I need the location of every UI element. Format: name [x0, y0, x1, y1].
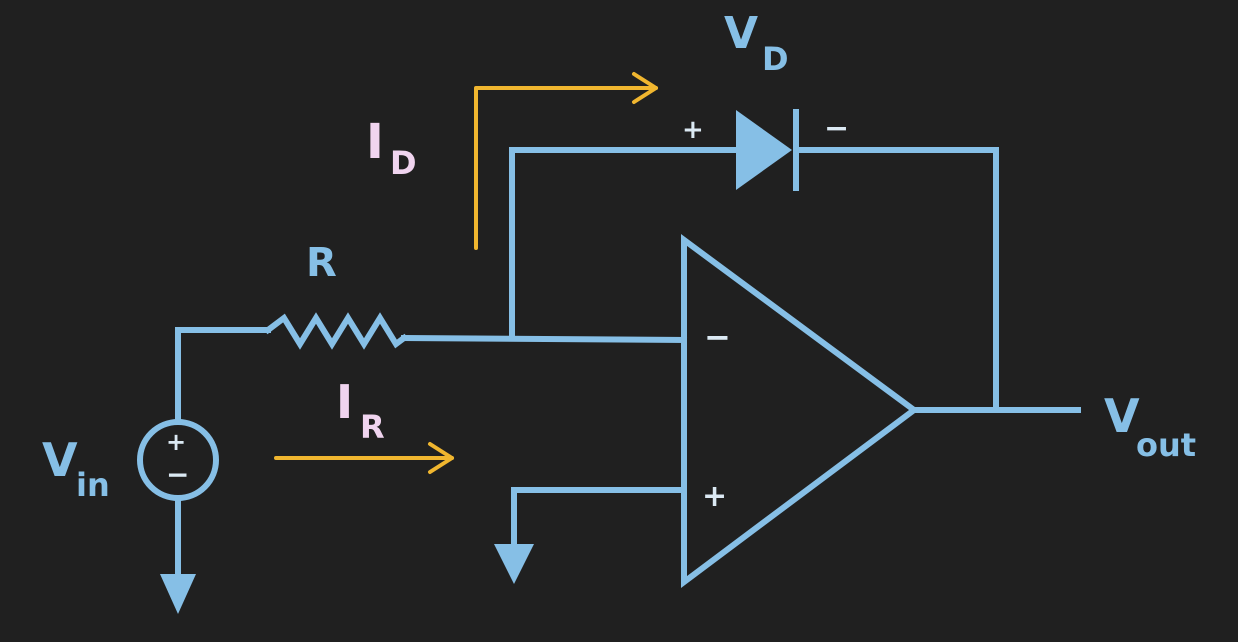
diode-cathode-sign: − [824, 111, 849, 146]
wire-feedback-to-diode-anode [509, 147, 739, 341]
diode-current-subscript: D [390, 144, 417, 182]
arrow-resistor-current-head [428, 442, 454, 474]
wire-resistor-to-inverting-input [400, 334, 688, 344]
wire-noninverting-to-ground [511, 487, 687, 551]
diode-voltage-label: V [724, 8, 758, 59]
ground-symbol-source [160, 574, 196, 614]
output-voltage-label: V [1104, 389, 1140, 443]
output-voltage-subscript: out [1136, 426, 1196, 464]
resistor-current-subscript: R [360, 408, 385, 446]
diode-anode-sign: + [682, 115, 704, 145]
source-plus-sign: + [166, 428, 186, 456]
ground-symbol-opamp [494, 544, 534, 584]
opamp-triangle [681, 234, 920, 588]
diode-triangle [736, 110, 792, 190]
resistor-current-label: I [336, 375, 353, 429]
diode-voltage-subscript: D [762, 40, 789, 78]
opamp-noninverting-sign: + [702, 479, 727, 514]
arrow-diode-current [474, 86, 658, 250]
voltage-source-circle [137, 419, 219, 501]
opamp-inverting-sign: − [704, 318, 731, 356]
input-voltage-subscript: in [76, 466, 110, 504]
source-minus-sign: − [166, 458, 189, 491]
resistor-label: R [306, 240, 337, 286]
wire-diode-cathode-to-output [793, 147, 999, 413]
input-voltage-label: V [42, 433, 78, 487]
arrow-diode-current-head [632, 72, 658, 104]
resistor-symbol [263, 312, 409, 350]
diode-current-label: I [366, 114, 384, 170]
wire-source-to-resistor [175, 327, 271, 425]
